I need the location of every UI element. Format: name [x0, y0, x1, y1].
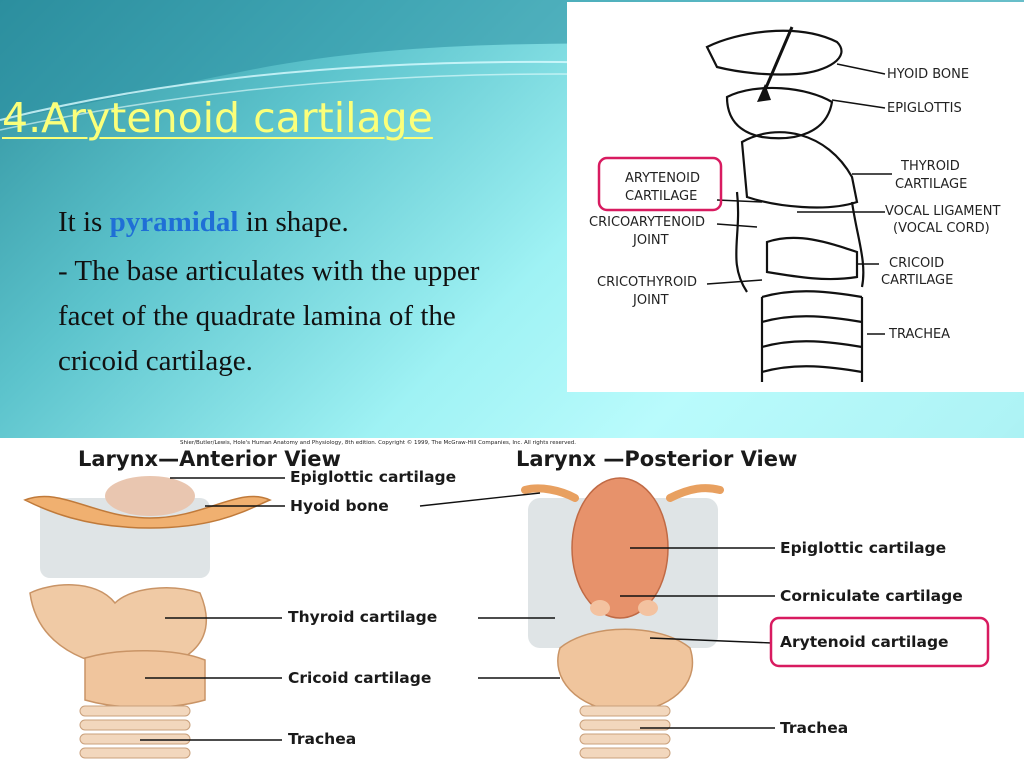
label-posterior-trachea: Trachea	[780, 719, 848, 737]
figure-leader-lines	[140, 477, 775, 741]
label-arytenoid-cartilage: CARTILAGE	[625, 189, 697, 204]
slide-body: It is pyramidal in shape. - The base art…	[58, 200, 528, 384]
label-trachea: TRACHEA	[888, 327, 950, 342]
label-anterior-cricoid: Cricoid cartilage	[288, 669, 431, 687]
label-cricoarytenoid-joint: JOINT	[632, 233, 669, 248]
posterior-view-title: Larynx —Posterior View	[516, 447, 797, 471]
leader-lines	[706, 63, 892, 335]
label-cricoarytenoid: CRICOARYTENOID	[589, 215, 705, 230]
larynx-outline	[705, 26, 865, 382]
arrow-head-icon	[757, 84, 771, 102]
body-line-1: It is pyramidal in shape.	[58, 200, 528, 245]
label-anterior-thyroid: Thyroid cartilage	[288, 608, 437, 626]
body-line-1-pre: It is	[58, 206, 110, 238]
larynx-lateral-diagram: HYOID BONE EPIGLOTTIS THYROID CARTILAGE …	[567, 2, 1024, 392]
label-vocal-cord: (VOCAL CORD)	[893, 221, 990, 236]
label-posterior-arytenoid: Arytenoid cartilage	[780, 633, 949, 651]
arytenoid-callout-box	[597, 156, 723, 212]
label-hyoid-bone: HYOID BONE	[887, 67, 969, 82]
larynx-views-svg: Shier/Butler/Lewis, Hole's Human Anatomy…	[23, 439, 990, 759]
anterior-view-title: Larynx—Anterior View	[78, 447, 341, 471]
label-anterior-epiglottic: Epiglottic cartilage	[290, 468, 456, 486]
label-cricoid: CRICOID	[889, 256, 944, 271]
label-thyroid-cartilage: CARTILAGE	[895, 177, 967, 192]
label-cricothyroid-joint: JOINT	[632, 293, 669, 308]
slide-title: 4.Arytenoid cartilage	[2, 94, 433, 142]
label-anterior-hyoid: Hyoid bone	[290, 497, 389, 515]
label-cricoid-cartilage: CARTILAGE	[881, 273, 953, 288]
larynx-views-figure: Shier/Butler/Lewis, Hole's Human Anatomy…	[0, 438, 1024, 768]
body-line-2: - The base articulates with the upper fa…	[58, 255, 480, 377]
label-posterior-epiglottic: Epiglottic cartilage	[780, 539, 946, 557]
label-anterior-trachea: Trachea	[288, 730, 356, 748]
highlight-word: pyramidal	[109, 206, 239, 238]
anterior-larynx	[23, 476, 272, 759]
figure-credit: Shier/Butler/Lewis, Hole's Human Anatomy…	[180, 439, 576, 446]
label-epiglottis: EPIGLOTTIS	[887, 101, 962, 116]
larynx-lateral-svg: HYOID BONE EPIGLOTTIS THYROID CARTILAGE …	[589, 26, 1000, 382]
posterior-larynx	[521, 477, 724, 759]
label-cricothyroid: CRICOTHYROID	[597, 275, 697, 290]
label-posterior-corniculate: Corniculate cartilage	[780, 587, 963, 605]
body-line-1-post: in shape.	[238, 206, 349, 238]
label-vocal-ligament: VOCAL LIGAMENT	[885, 204, 1000, 219]
label-thyroid: THYROID	[900, 159, 960, 174]
arytenoid-highlight-box	[769, 616, 990, 668]
label-arytenoid: ARYTENOID	[625, 171, 700, 186]
